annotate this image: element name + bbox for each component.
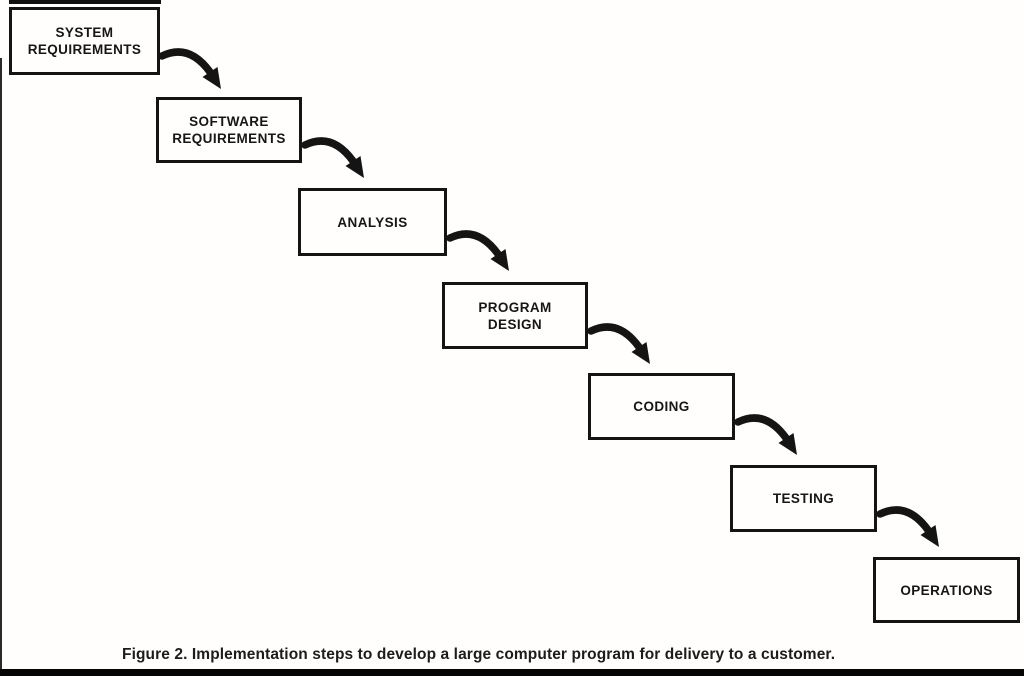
flow-arrow-icon [301, 137, 364, 178]
figure-caption: Figure 2. Implementation steps to develo… [122, 646, 836, 663]
step-label-analysis: ANALYSIS [337, 214, 408, 230]
step-box-coding: CODING [588, 373, 735, 440]
flow-arrow-icon [734, 414, 797, 455]
step-box-testing: TESTING [730, 465, 877, 532]
step-box-program-design: PROGRAM DESIGN [442, 282, 588, 349]
flow-arrow-icon [876, 506, 939, 547]
step-box-software-requirements: SOFTWARE REQUIREMENTS [156, 97, 302, 163]
flow-arrow-icon [587, 323, 650, 364]
step-box-operations: OPERATIONS [873, 557, 1020, 623]
step-label-operations: OPERATIONS [900, 582, 993, 598]
flow-arrow-icon [446, 230, 509, 271]
step-label-coding: CODING [633, 399, 690, 414]
step-box-analysis: ANALYSIS [298, 188, 447, 256]
scan-artifact-bottom-bar [0, 669, 1024, 676]
flow-arrow-icon [158, 48, 221, 89]
scan-artifact-left-bar [0, 58, 2, 676]
step-label-program-design: PROGRAM DESIGN [478, 299, 552, 332]
scan-artifact-top-bar [9, 0, 161, 4]
step-label-testing: TESTING [772, 491, 835, 506]
step-label-system-requirements: SYSTEM REQUIREMENTS [27, 25, 142, 57]
step-label-software-requirements: SOFTWARE REQUIREMENTS [172, 114, 286, 146]
step-box-system-requirements: SYSTEM REQUIREMENTS [9, 7, 160, 75]
